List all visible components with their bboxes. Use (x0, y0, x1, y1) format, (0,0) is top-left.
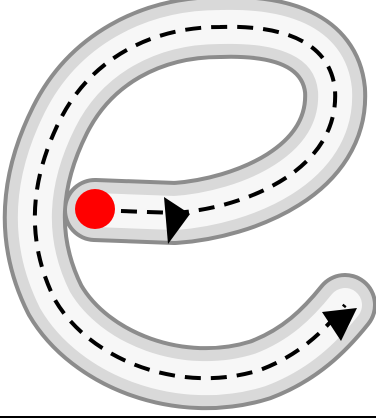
bottom-rule (0, 416, 376, 418)
start-dot-icon (75, 189, 115, 229)
